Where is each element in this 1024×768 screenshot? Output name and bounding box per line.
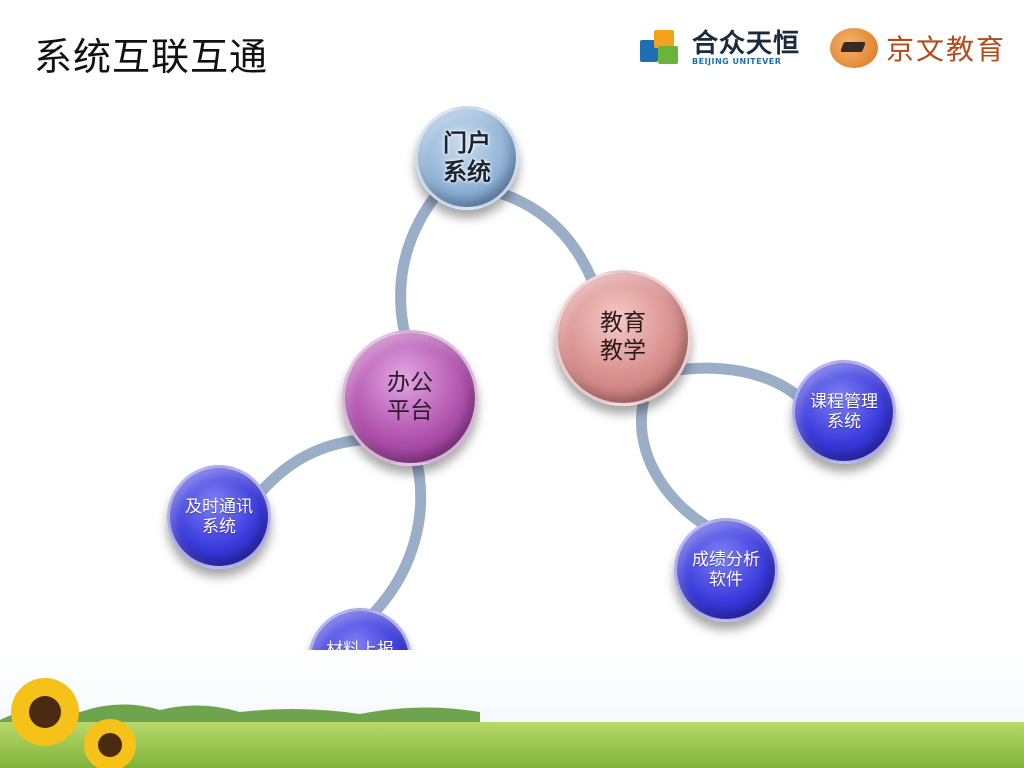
node-office-platform: 办公 平台 xyxy=(342,330,478,466)
node-portal-system: 门户 系统 xyxy=(415,106,519,210)
connector-office-im xyxy=(252,434,366,501)
node-score-analysis: 成绩分析 软件 xyxy=(674,518,778,622)
connector-office-material xyxy=(366,449,427,621)
sunflower-icon xyxy=(11,678,136,768)
node-education-teaching: 教育 教学 xyxy=(555,270,691,406)
node-instant-messaging: 及时通讯 系统 xyxy=(167,465,271,569)
unitever-name-cn: 合众天恒 xyxy=(691,28,800,59)
unitever-logo: 合众天恒 BEIJING UNITEVER xyxy=(639,28,800,66)
edu-logo-mark-icon xyxy=(829,28,878,68)
edu-logo-text: 京文教育 xyxy=(885,33,1006,66)
connector-education-course xyxy=(659,362,806,404)
logo-area: 合众天恒 BEIJING UNITEVER 京文教育 xyxy=(639,24,1006,72)
meadow-decoration xyxy=(0,650,1024,768)
connector-portal-education xyxy=(484,184,598,286)
node-course-management: 课程管理 系统 xyxy=(792,360,896,464)
connector-portal-office xyxy=(395,184,446,341)
unitever-name-en: BEIJING UNITEVER xyxy=(691,56,782,66)
slide-title: 系统互联互通 xyxy=(34,35,269,79)
edu-logo: 京文教育 xyxy=(829,28,1006,68)
connector-education-score xyxy=(635,389,711,531)
grass-field xyxy=(0,722,1024,768)
unitever-logo-mark-icon xyxy=(639,30,684,66)
